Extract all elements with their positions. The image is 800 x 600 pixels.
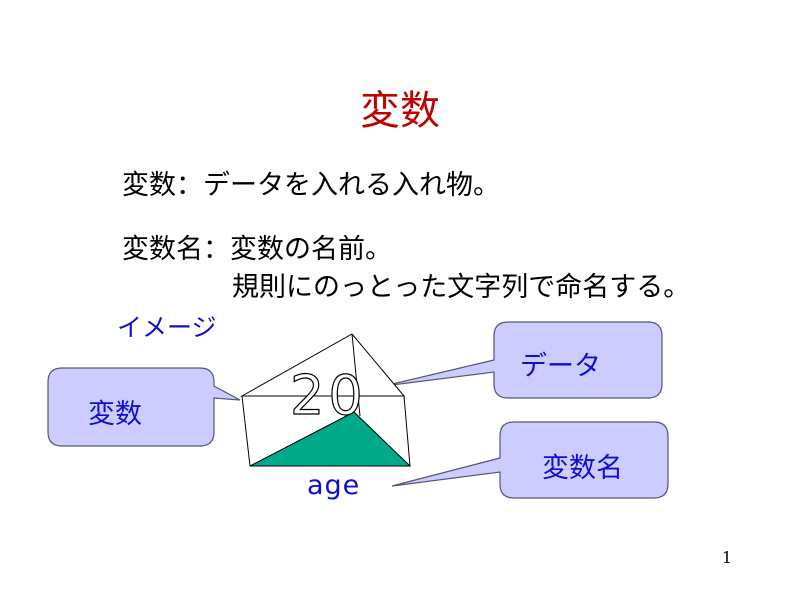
callout-data-text: データ <box>520 351 601 382</box>
data-triangle <box>249 411 412 467</box>
box-name-label: age <box>307 470 361 501</box>
callout-name-bubble <box>391 421 669 499</box>
slide-title: 変数 <box>360 88 440 134</box>
callout-name-text: 変数名 <box>542 453 623 484</box>
definition-line: 変数：データを入れる入れ物。 <box>122 170 500 201</box>
box-value: 20 <box>290 364 367 427</box>
naming-rule-line: 規則にのっとった文字列で命名する。 <box>232 272 691 303</box>
callout-variable-bubble <box>47 367 241 447</box>
callout-data-bubble <box>383 321 663 399</box>
page-number: 1 <box>721 548 732 567</box>
image-label: イメージ <box>117 313 217 342</box>
callout-variable-text: 変数 <box>88 399 142 430</box>
variable-name-line: 変数名：変数の名前。 <box>122 234 392 265</box>
